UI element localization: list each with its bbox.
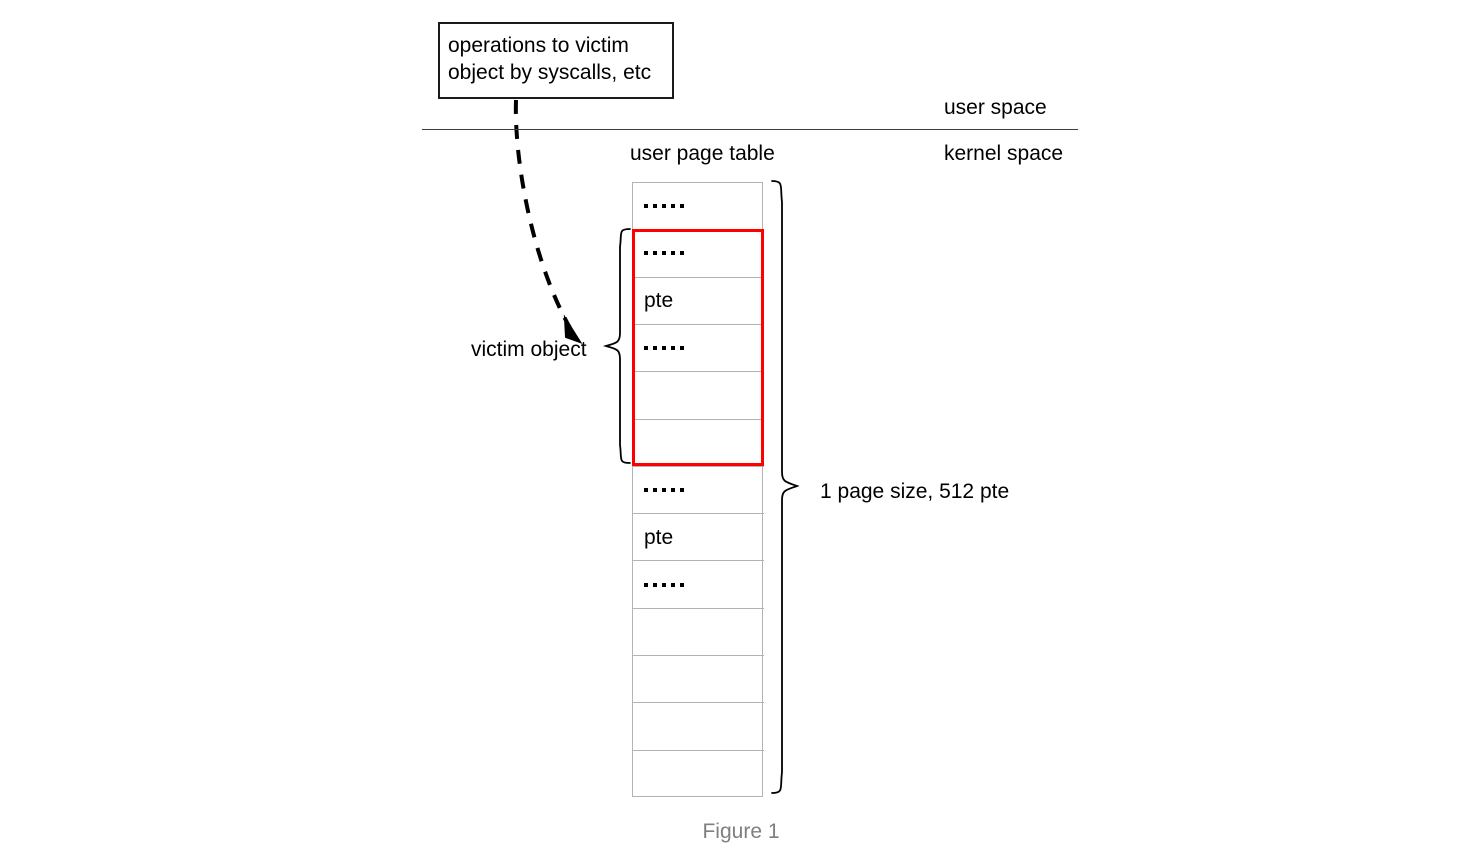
user-page-table: pte pte [632,182,764,798]
page-table-entry [633,183,764,231]
label-victim-object: victim object [471,338,587,361]
ellipsis-icon [633,582,684,587]
page-table-entry [633,420,764,467]
label-user-space: user space [944,96,1047,119]
page-table-entry: pte [633,278,764,325]
dashed-arrow-to-victim-object [513,99,583,344]
page-size-brace [771,180,800,794]
ellipsis-icon [633,204,684,209]
label-user-page-table: user page table [630,142,775,165]
user-kernel-divider [422,129,1078,130]
page-table-entry: pte [633,514,764,562]
figure-caption: Figure 1 [702,820,780,843]
operations-note-box: operations to victim object by syscalls,… [438,22,674,99]
page-table-entry [633,230,764,278]
page-table-entry [633,751,764,798]
ellipsis-icon [633,346,684,351]
ellipsis-icon [633,251,684,256]
page-table-entry [633,561,764,609]
victim-object-brace [602,228,631,464]
label-page-size: 1 page size, 512 pte [820,480,1010,503]
page-table-entry [633,467,764,515]
note-line-1: operations to victim [448,34,629,57]
page-table-entry [633,703,764,751]
ellipsis-icon [633,487,684,492]
page-table-entry [633,372,764,420]
page-table-entry [633,325,764,373]
page-table-entry [633,656,764,704]
page-table-entry-label: pte [644,289,674,313]
label-kernel-space: kernel space [944,142,1064,165]
page-table-entry-label: pte [644,525,674,549]
page-table-entry [633,609,764,657]
note-line-2: object by syscalls, etc [448,61,652,84]
